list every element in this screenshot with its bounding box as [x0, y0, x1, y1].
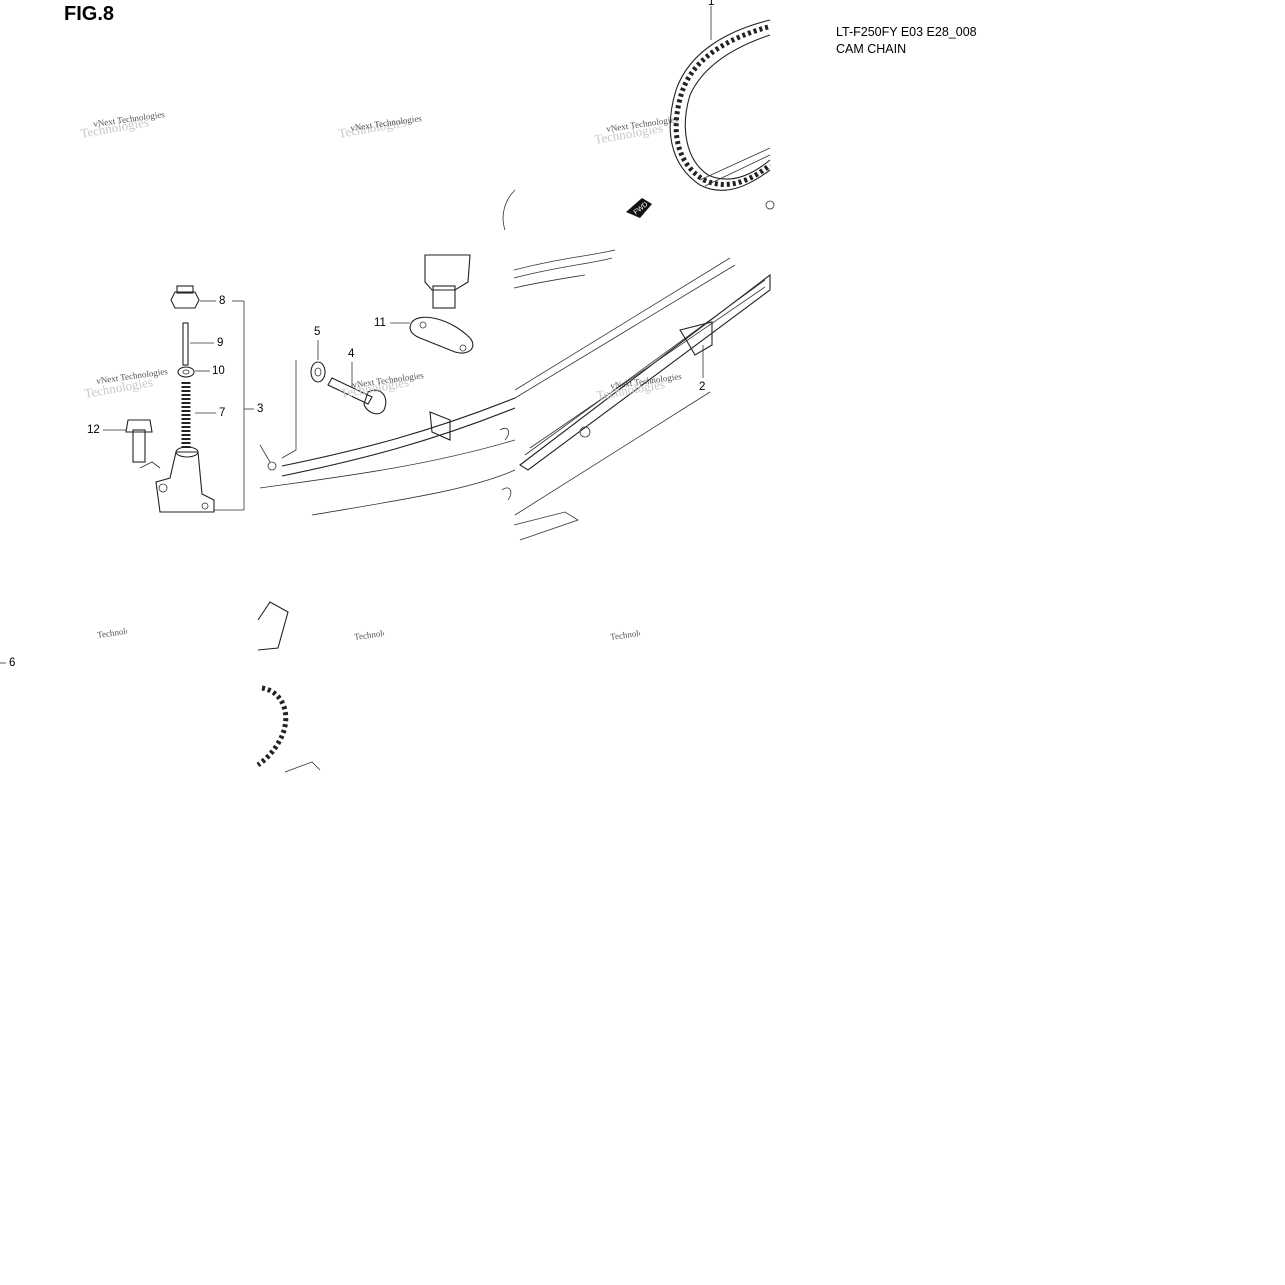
- tensioner-pin: [182, 322, 214, 366]
- callout-11: 11: [374, 317, 386, 329]
- callout-2: 2: [699, 381, 706, 393]
- assembly-bracket: [214, 300, 254, 511]
- diagram-name: CAM CHAIN: [836, 42, 907, 56]
- tensioner-cap-bolt: [170, 285, 216, 309]
- callout-4: 4: [348, 348, 355, 360]
- callout-6: 6: [9, 657, 16, 669]
- callout-10: 10: [212, 365, 225, 377]
- figure-title: FIG.8: [64, 3, 115, 25]
- callout-5: 5: [314, 326, 321, 338]
- cam-chain-upper: [669, 6, 772, 191]
- engine-outline: [502, 147, 775, 516]
- model-code: LT-F250FY E03 E28_008: [836, 25, 977, 39]
- tensioner-bolt: [103, 419, 153, 463]
- tensioner-guide-rail: [259, 360, 516, 516]
- callout-1: 1: [708, 0, 715, 8]
- chain-lower-fragment: [0, 601, 321, 773]
- tensioner-body: [139, 446, 215, 513]
- callout-7: 7: [219, 407, 226, 419]
- tensioner-adjuster: [424, 254, 471, 309]
- tensioner-washer: [177, 366, 210, 378]
- fwd-arrow: [626, 198, 652, 218]
- callout-3: 3: [257, 403, 264, 415]
- guide-bolt: [327, 362, 387, 415]
- guide-bolt-washer: [310, 340, 326, 383]
- chain-guide: [499, 273, 771, 541]
- tensioner-spring: [181, 382, 216, 448]
- callout-12: 12: [87, 424, 100, 436]
- gasket: [390, 316, 474, 354]
- callout-9: 9: [217, 337, 224, 349]
- callout-8: 8: [219, 295, 226, 307]
